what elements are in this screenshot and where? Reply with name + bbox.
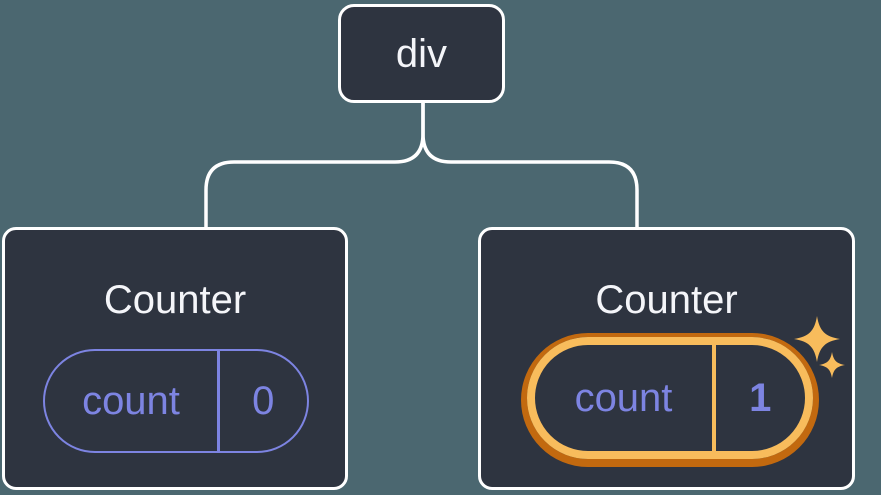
state-pill: count 0	[43, 349, 309, 453]
state-name-label: count	[82, 379, 180, 423]
component-card-counter-right: Counter count 1	[478, 227, 855, 490]
state-name-segment: count	[535, 345, 712, 451]
connector-branch-right	[421, 101, 639, 227]
state-value-segment: 0	[220, 351, 308, 451]
root-node-div: div	[338, 4, 505, 103]
state-name-label: count	[574, 376, 673, 420]
state-pill-highlighted: count 1	[527, 337, 813, 459]
root-node-label: div	[395, 31, 448, 76]
state-divider	[217, 351, 220, 451]
state-divider	[712, 345, 716, 451]
state-value-segment: 1	[716, 345, 806, 451]
state-value-label: 0	[252, 379, 275, 423]
component-title: Counter	[103, 278, 247, 322]
state-value-label: 1	[749, 376, 772, 420]
connector-branch-left	[204, 101, 425, 227]
component-title: Counter	[595, 278, 738, 322]
state-name-segment: count	[45, 351, 217, 451]
component-card-counter-left: Counter count 0	[2, 227, 348, 490]
